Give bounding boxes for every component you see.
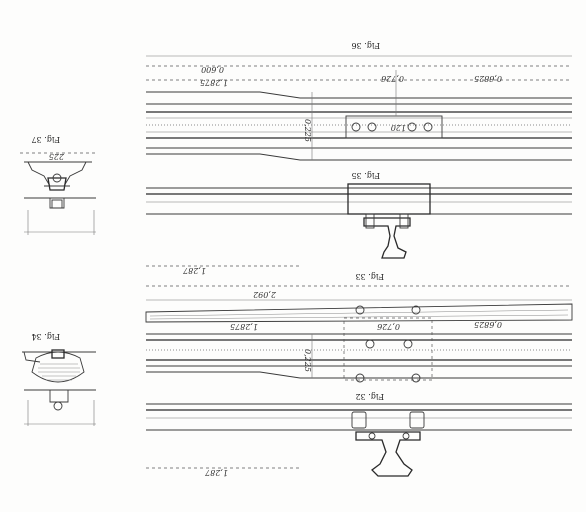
fig33-plan: Fig. 33 2,092 1,2875 0,726 0,6825 0,225 — [145, 272, 573, 383]
fig37-label: Fig. 37 — [32, 135, 61, 144]
fig33-dim-b: 2,092 — [253, 290, 277, 299]
fig36-dim-d: 0,6825 — [474, 74, 502, 83]
fig34-section: Fig. 34 — [22, 332, 96, 426]
fig36-plan: Fig. 36 0,600 1,2875 0,726 0,6825 120 0,… — [146, 41, 572, 161]
mid-dimension: 1,287 — [146, 265, 300, 275]
fig36-label: Fig. 36 — [352, 41, 381, 50]
fig35-elevation: Fig. 35 — [146, 171, 572, 259]
fig34-label: Fig. 34 — [32, 332, 61, 341]
fig36-dim-e: 120 — [391, 123, 406, 132]
fig37-dim: 225 — [49, 152, 65, 161]
fig32-dim-a: 1,287 — [204, 468, 228, 477]
mid-dim-a: 1,287 — [182, 266, 206, 275]
fig36-dim-f: 0,225 — [303, 119, 312, 142]
fig33-dim-f: 0,225 — [303, 349, 312, 372]
fig36-dim-c: 0,726 — [381, 74, 404, 83]
fig36-dim-b: 1,2875 — [200, 78, 228, 87]
fig33-dim-d: 1,2875 — [230, 322, 258, 331]
fig32-label: Fig. 32 — [356, 392, 385, 401]
fig33-label: Fig. 33 — [356, 272, 385, 281]
fig37-section: Fig. 37 225 — [20, 135, 98, 235]
fig32-elevation: Fig. 32 1,287 — [146, 392, 572, 477]
fig33-dim-e: 0,6825 — [474, 320, 502, 329]
fig36-dim-a: 0,600 — [201, 65, 224, 74]
fig35-label: Fig. 35 — [352, 171, 381, 180]
fig33-dim-c: 0,726 — [377, 322, 400, 331]
